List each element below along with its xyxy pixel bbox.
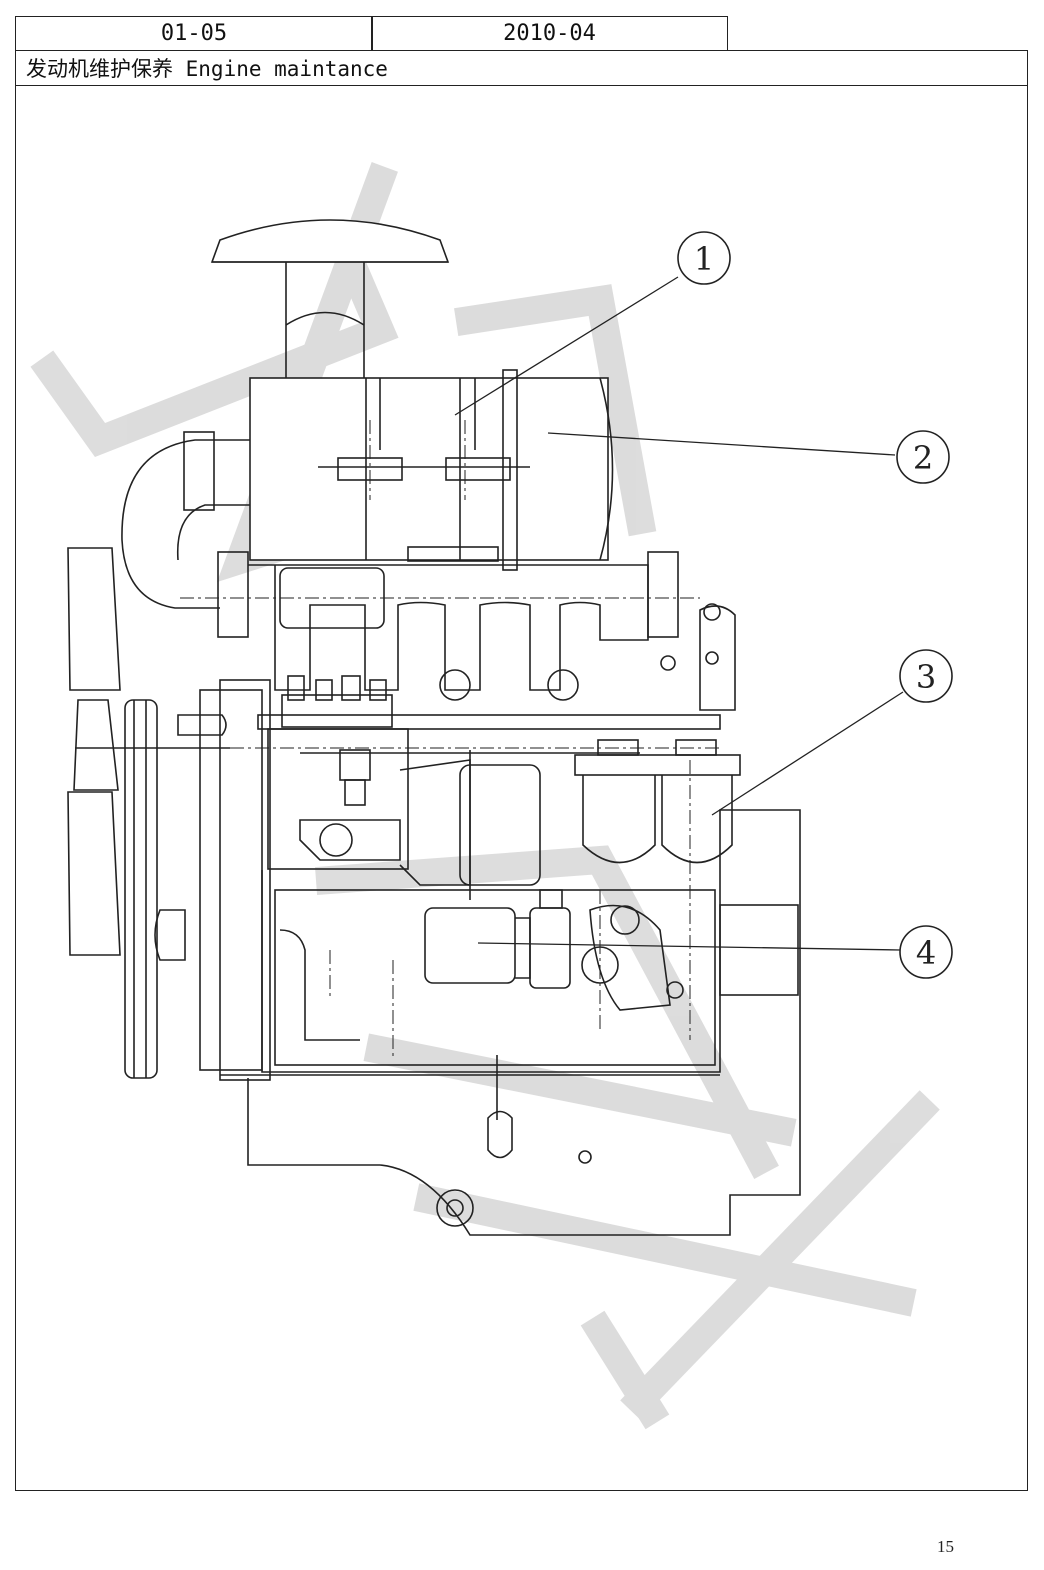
title-cell: 发动机维护保养 Engine maintance [15,50,1028,86]
doc-date: 2010-04 [503,21,596,46]
callout-circle-1 [677,231,731,285]
callout-label-2: 2 [913,439,933,477]
watermark [30,162,940,1430]
drawing-frame [15,85,1028,1491]
callout-circle-3 [899,649,953,703]
callout-circles [677,231,953,979]
page-number: 15 [937,1537,954,1556]
callout-circle-4 [899,925,953,979]
callout-label-3: 3 [916,658,936,696]
page-title: 发动机维护保养 Engine maintance [26,57,388,81]
callout-label-1: 1 [694,240,714,278]
callout-label-4: 4 [916,934,936,972]
doc-number: 01-05 [160,21,228,46]
engine-linework [67,219,801,1236]
leader-lines [454,276,904,951]
callout-circle-2 [896,430,950,484]
